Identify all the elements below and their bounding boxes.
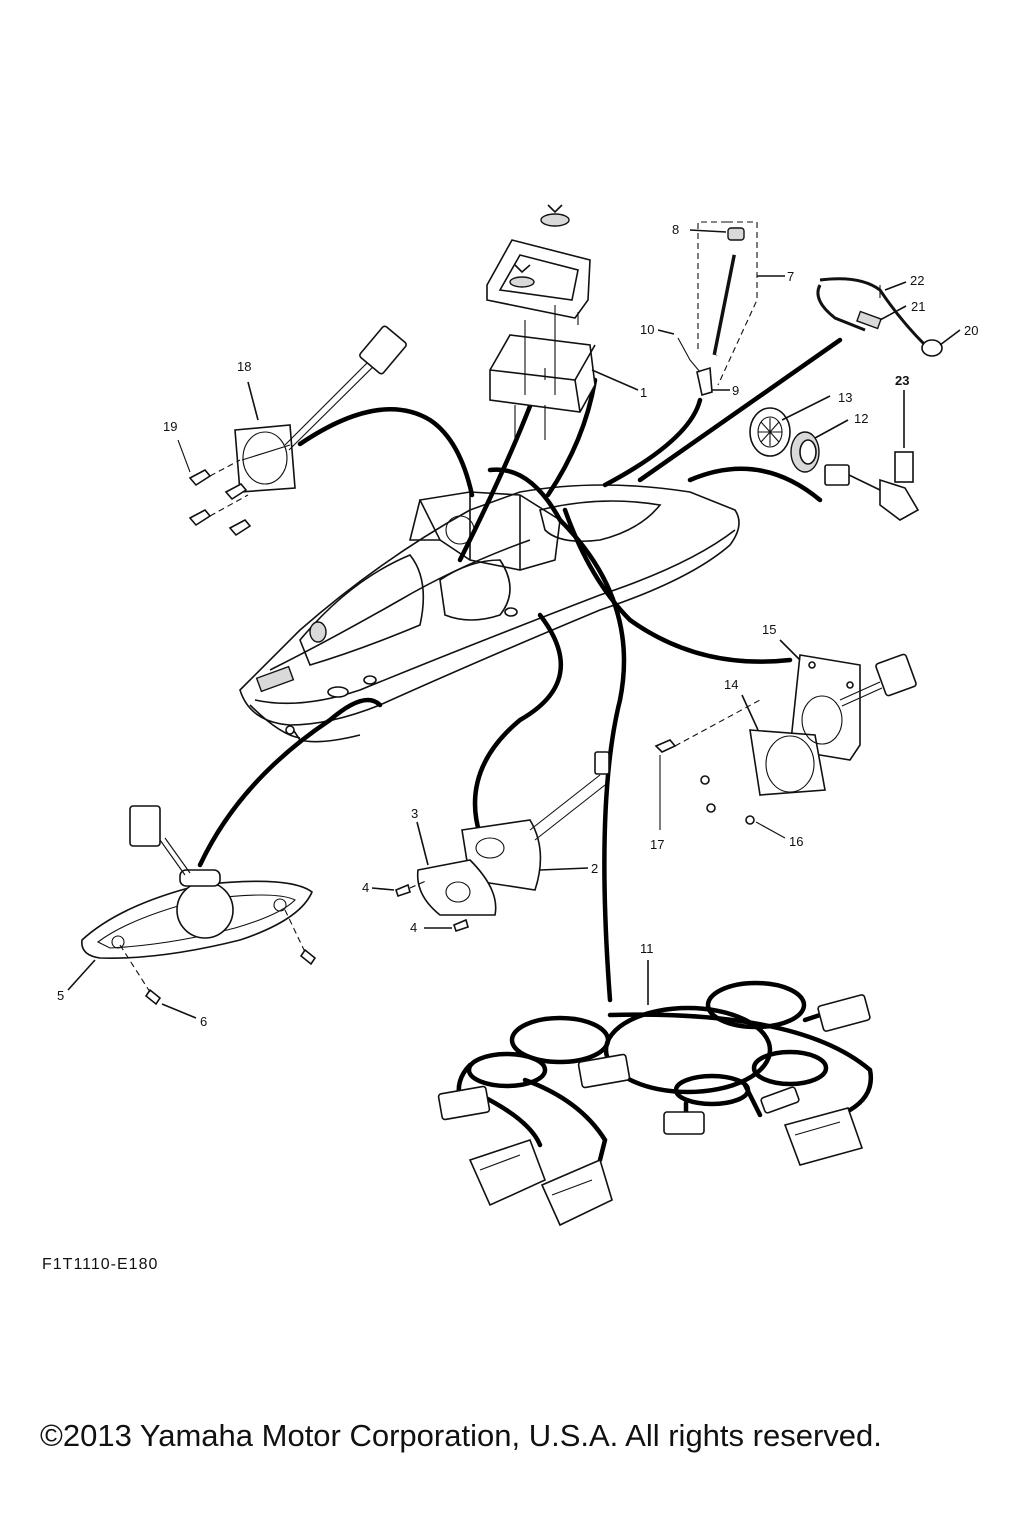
part-1-cover	[486, 204, 639, 440]
callout-1: 1	[640, 385, 647, 400]
callout-17: 17	[650, 837, 664, 852]
callout-21: 21	[911, 299, 925, 314]
callout-14: 14	[724, 677, 738, 692]
callout-15: 15	[762, 622, 776, 637]
callout-10: 10	[640, 322, 654, 337]
part-12-nut	[790, 419, 849, 473]
wire-leaders	[197, 337, 843, 1003]
part-2-light	[461, 751, 610, 891]
callout-8: 8	[672, 222, 679, 237]
callout-7: 7	[787, 269, 794, 284]
callout-12: 12	[854, 411, 868, 426]
boat-hull	[239, 484, 740, 743]
callout-23: 23	[895, 373, 909, 388]
callout-22: 22	[910, 273, 924, 288]
part-16-17-screws	[654, 699, 786, 839]
callout-2: 2	[591, 861, 598, 876]
part-13-grommet	[749, 395, 831, 457]
callout-4a: 4	[362, 880, 369, 895]
copyright-notice: ©2013 Yamaha Motor Corporation, U.S.A. A…	[40, 1418, 882, 1453]
part-4-screws	[371, 879, 469, 933]
callout-11: 11	[640, 941, 654, 956]
callout-16: 16	[789, 834, 803, 849]
callout-5: 5	[57, 988, 64, 1003]
part-19-screws	[177, 439, 252, 537]
part-23-sensor	[824, 390, 920, 521]
callout-20: 20	[964, 323, 978, 338]
part-5-light	[67, 805, 313, 991]
callout-9: 9	[732, 383, 739, 398]
part-6-screws	[119, 909, 317, 1019]
callout-6: 6	[200, 1014, 207, 1029]
part-18-gauge	[234, 325, 407, 493]
diagram-code: F1T1110-E180	[42, 1256, 159, 1273]
part-14-gauge	[741, 653, 917, 796]
callout-19: 19	[163, 419, 177, 434]
callout-labels: 1 2 3 4 4 5 6 7 8 9 10 11 12 13 14 15 16…	[57, 222, 978, 1029]
part-7-antenna-assy	[657, 221, 785, 397]
callout-13: 13	[838, 390, 852, 405]
callout-4b: 4	[410, 920, 417, 935]
part-20-cable	[816, 277, 961, 357]
part-11-harness	[437, 960, 874, 1227]
callout-3: 3	[411, 806, 418, 821]
part-3-bezel	[416, 821, 497, 916]
callout-18: 18	[237, 359, 251, 374]
